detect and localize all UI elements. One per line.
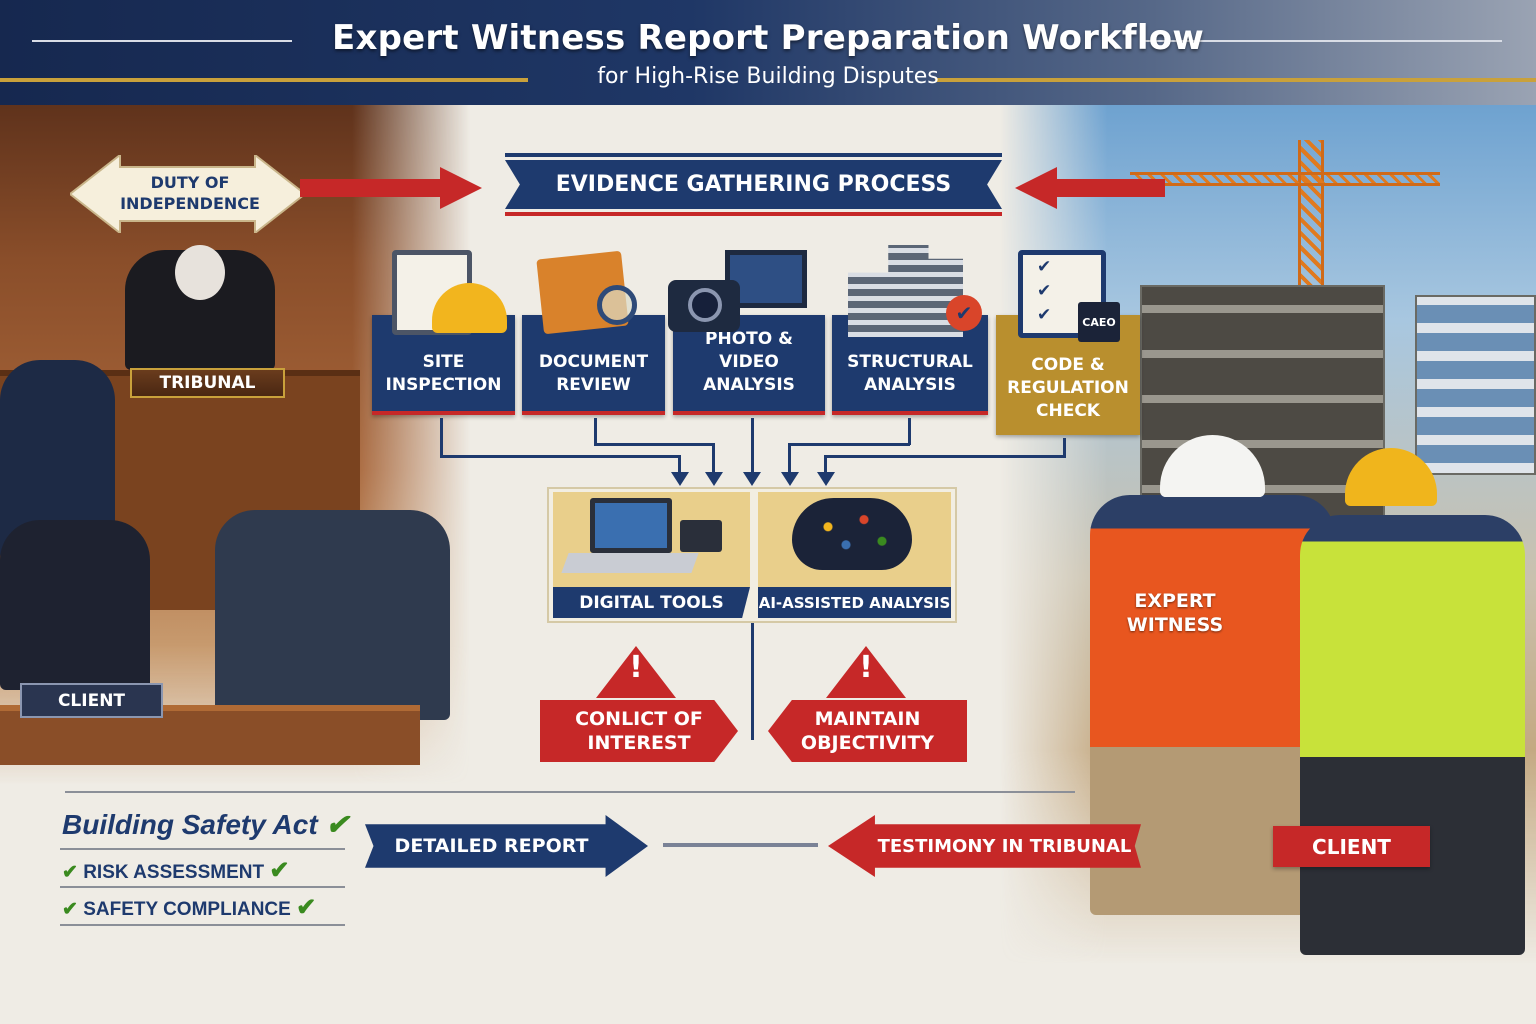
camera-lens-icon: [688, 288, 722, 322]
connector: [788, 443, 910, 446]
detailed-report-label: DETAILED REPORT: [394, 835, 589, 857]
compliance-divider: [60, 848, 345, 850]
compliance-title: Building Safety Act: [62, 809, 318, 840]
judge-head: [175, 245, 225, 300]
detailed-report-arrow: DETAILED REPORT: [365, 815, 648, 877]
step-label: STRUCTURAL ANALYSIS: [847, 352, 973, 395]
check-icon: ✔: [296, 894, 317, 921]
compliance-item-risk: ✔ RISK ASSESSMENT ✔: [62, 856, 289, 885]
step-label: CODE & REGULATION CHECK: [1007, 355, 1129, 421]
header-gold-line-left: [0, 78, 528, 82]
buildings-icon: [848, 245, 963, 337]
client-label: CLIENT: [57, 690, 126, 711]
red-arrow-left: [1015, 167, 1165, 209]
banner-bottom-stripe: [505, 212, 1002, 216]
banner-top-stripe: [505, 153, 1002, 157]
connector: [824, 455, 1066, 458]
compliance-item-label: SAFETY COMPLIANCE: [83, 899, 291, 920]
arrowhead: [705, 472, 723, 486]
evidence-gathering-banner: EVIDENCE GATHERING PROCESS: [505, 160, 1002, 209]
header-band: [0, 0, 1536, 105]
client-label-site: CLIENT: [1273, 826, 1430, 867]
laptop-icon: [590, 498, 672, 553]
header-gold-line-right: [935, 78, 1536, 82]
laptop-base: [561, 553, 699, 573]
connector: [824, 455, 827, 475]
step-photo-video-analysis: PHOTO & VIDEO ANALYSIS: [673, 315, 825, 415]
compliance-divider: [60, 924, 345, 926]
page-title: Expert Witness Report Preparation Workfl…: [332, 18, 1204, 58]
caeo-badge: CAEO: [1078, 302, 1120, 342]
header-divider-right: [1140, 40, 1502, 42]
building-safety-act-title: Building Safety Act ✔: [62, 808, 349, 841]
inspector-figure: [1300, 515, 1525, 955]
bottom-divider: [65, 791, 1075, 793]
flow-connector: [663, 843, 818, 847]
digital-tools-label: DIGITAL TOOLS: [553, 587, 750, 618]
connector: [594, 418, 597, 445]
conflict-of-interest-box: CONLICT OF INTEREST: [540, 700, 738, 762]
magnifier-icon: [597, 285, 637, 325]
expert-witness-label: EXPERT WITNESS: [1126, 589, 1224, 636]
client-plaque-courtroom: CLIENT: [20, 683, 163, 718]
office-building: [1415, 295, 1536, 475]
warning-exclamation: !: [629, 650, 643, 685]
arrowhead: [743, 472, 761, 486]
check-icon: ✔: [325, 809, 349, 840]
connector: [440, 455, 680, 458]
solicitor-figure: [215, 510, 450, 720]
ai-assisted-analysis-label: AI-ASSISTED ANALYSIS: [758, 587, 951, 618]
check-badge-icon: ✔: [946, 295, 982, 331]
tribunal-plaque: TRIBUNAL: [130, 368, 285, 398]
tablet-icon: [680, 520, 722, 552]
connector: [678, 455, 681, 475]
duty-double-arrow: [70, 155, 305, 233]
compliance-item-label: RISK ASSESSMENT: [83, 862, 265, 883]
step-label: SITE INSPECTION: [385, 352, 502, 395]
header-divider-left: [32, 40, 292, 42]
step-label: DOCUMENT REVIEW: [538, 352, 649, 395]
maintain-objectivity-box: MAINTAIN OBJECTIVITY: [768, 700, 967, 762]
brain-icon: [792, 498, 912, 570]
compliance-item-safety: ✔ SAFETY COMPLIANCE ✔: [62, 893, 316, 922]
testimony-arrow: TESTIMONY IN TRIBUNAL: [828, 815, 1141, 877]
check-icon: ✔: [62, 899, 78, 920]
step-label: PHOTO & VIDEO ANALYSIS: [703, 329, 795, 395]
connector: [908, 418, 911, 445]
check-icon: ✔: [62, 862, 78, 883]
duty-of-independence-label: DUTY OF INDEPENDENCE: [120, 173, 260, 213]
connector: [751, 418, 754, 478]
connector: [712, 443, 715, 475]
warning-exclamation: !: [859, 650, 873, 685]
crane-jib: [1130, 172, 1440, 186]
testimony-label: TESTIMONY IN TRIBUNAL: [877, 835, 1132, 857]
warning-triangle-icon: [826, 646, 906, 698]
page-subtitle: for High-Rise Building Disputes: [597, 64, 939, 89]
connector: [788, 443, 791, 475]
client-figure: [0, 520, 150, 690]
arrowhead: [817, 472, 835, 486]
check-icon: ✔: [269, 857, 290, 884]
compliance-divider: [60, 886, 345, 888]
arrowhead: [671, 472, 689, 486]
red-arrow-right: [300, 167, 482, 209]
connector: [440, 418, 443, 457]
warning-triangle-icon: [596, 646, 676, 698]
connector: [594, 443, 714, 446]
connector: [1063, 438, 1066, 457]
arrowhead: [781, 472, 799, 486]
center-divider: [751, 623, 754, 740]
